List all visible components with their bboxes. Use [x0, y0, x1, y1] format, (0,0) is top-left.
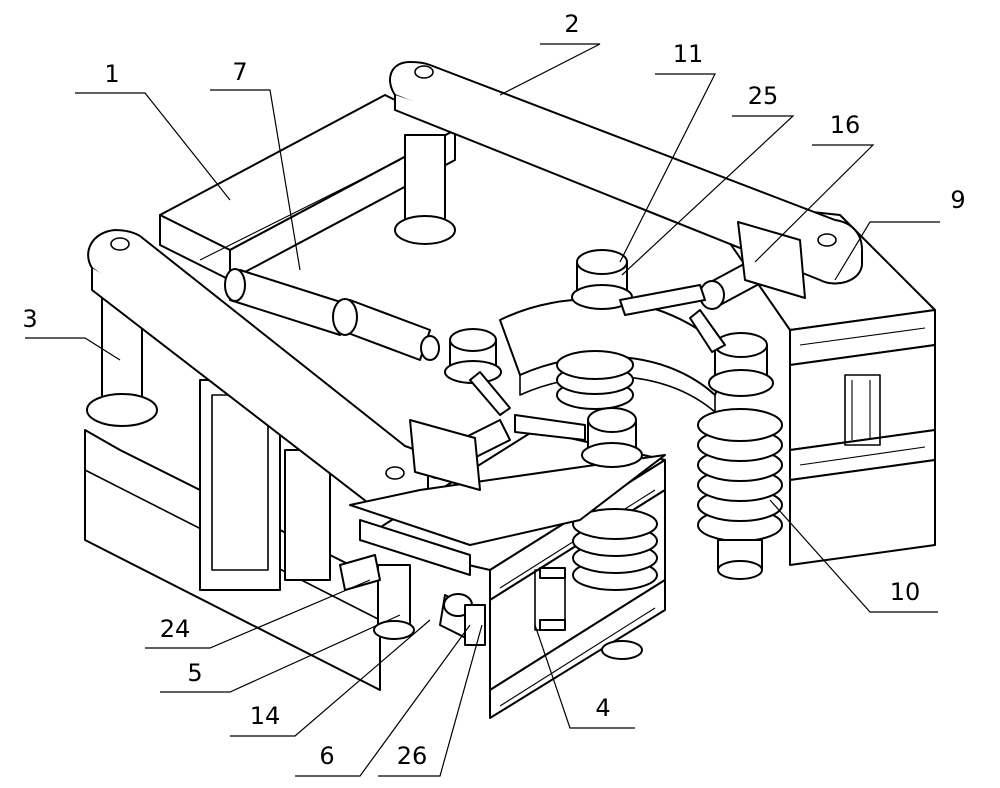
front-actuator [409, 371, 586, 491]
pivot-cap-front [581, 407, 643, 468]
spring-stack-center [556, 350, 634, 410]
spring-stack-right [697, 408, 783, 580]
pivot-cap-front-left [444, 328, 502, 384]
label-2: 2 [564, 10, 579, 38]
leader-lines [25, 43, 940, 777]
front-frame-base [84, 379, 381, 691]
label-5: 5 [187, 659, 202, 687]
label-26: 26 [397, 742, 428, 770]
right-top-plate [839, 214, 936, 311]
right-actuator [619, 221, 806, 353]
label-16: 16 [830, 111, 861, 139]
label-24: 24 [160, 615, 191, 643]
spring-stack-front [572, 508, 658, 660]
center-mid-block [349, 454, 666, 576]
label-9: 9 [950, 186, 965, 214]
rear-frame-beam [159, 94, 456, 281]
label-7: 7 [232, 58, 247, 86]
pivot-cap-rear [571, 249, 633, 310]
label-14: 14 [250, 702, 281, 730]
hydraulic-cylinder-rear [224, 268, 440, 361]
label-6: 6 [319, 742, 334, 770]
lower-roller [439, 593, 486, 646]
label-3: 3 [22, 305, 37, 333]
label-25: 25 [748, 82, 779, 110]
label-10: 10 [890, 578, 921, 606]
lower-post [373, 564, 415, 640]
part-labels: 1 7 3 2 11 25 16 9 10 24 5 14 6 26 4 [22, 10, 965, 770]
pivot-cap-right [708, 332, 774, 397]
label-11: 11 [673, 40, 704, 68]
label-1: 1 [104, 60, 119, 88]
rear-post [394, 134, 456, 245]
lower-plate [339, 554, 381, 591]
label-4: 4 [595, 694, 610, 722]
